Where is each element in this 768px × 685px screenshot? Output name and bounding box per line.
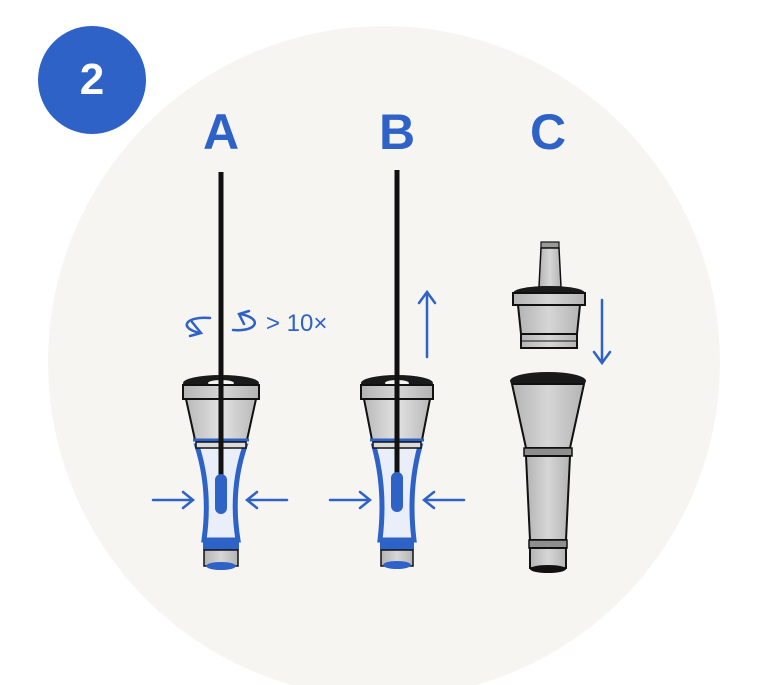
arrow-up-icon [417, 289, 437, 359]
panel-label-c: C [529, 104, 567, 160]
arrow-left-icon [421, 490, 466, 510]
panel-label-b: B [378, 104, 416, 160]
arrow-right-icon [328, 490, 373, 510]
arrow-left-icon [244, 490, 289, 510]
step-number-badge: 2 [38, 26, 146, 134]
panel-a-tube [182, 172, 260, 570]
arrow-right-icon [151, 490, 196, 510]
panel-c-dropper-cap [512, 241, 586, 349]
panel-b-tube [360, 170, 434, 569]
rotate-arrow-icon [185, 309, 256, 338]
step-number: 2 [79, 55, 105, 104]
rotation-count-annotation: > 10× [266, 310, 328, 337]
panel-label-a: A [202, 104, 240, 160]
panel-c-tube [510, 372, 586, 573]
arrow-down-icon [592, 298, 612, 366]
